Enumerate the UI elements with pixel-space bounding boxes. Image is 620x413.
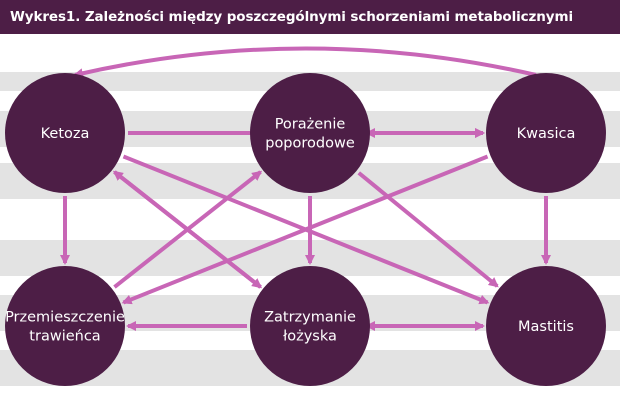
node-mastitis: Mastitis xyxy=(486,266,606,386)
node-ketoza: Ketoza xyxy=(5,73,125,193)
node-mastitis-circle xyxy=(486,266,606,386)
node-zatrzymanie-label: Zatrzymanie xyxy=(264,310,356,326)
node-kwasica: Kwasica xyxy=(486,73,606,193)
edge-przemieszczenie-to-porazenie xyxy=(113,170,263,289)
edge-porazenie-to-mastitis xyxy=(357,171,499,288)
node-mastitis-label: Mastitis xyxy=(518,319,574,335)
edge-kwasica-to-ketoza xyxy=(73,46,537,79)
node-porazenie-label: Porażenie xyxy=(275,117,346,133)
nodes-layer: Ketoza Porażenie poporodowe KwasicaPrzemies… xyxy=(5,73,606,386)
node-zatrzymanie-circle xyxy=(250,266,370,386)
diagram-title: Wykres1. Zależności między poszczególnym… xyxy=(0,0,620,34)
node-przemieszczenie-label: Przemieszczenie xyxy=(5,310,125,326)
node-kwasica-circle xyxy=(486,73,606,193)
node-zatrzymanie: Zatrzymanie łożyska xyxy=(250,266,370,386)
node-porazenie-label: poporodowe xyxy=(265,136,355,152)
node-porazenie: Porażenie poporodowe xyxy=(250,73,370,193)
node-ketoza-label: Ketoza xyxy=(41,126,90,142)
edge-kwasica-to-przemieszczenie xyxy=(121,154,489,305)
node-ketoza-circle xyxy=(5,73,125,193)
node-przemieszczenie-label: trawieńca xyxy=(29,329,100,345)
node-kwasica-label: Kwasica xyxy=(517,126,576,142)
node-przemieszczenie-circle xyxy=(5,266,125,386)
dependency-diagram: Ketoza Porażenie poporodowe KwasicaPrzemies… xyxy=(0,46,620,386)
node-zatrzymanie-label: łożyska xyxy=(283,329,337,345)
node-porazenie-circle xyxy=(250,73,370,193)
node-przemieszczenie: Przemieszczenie trawieńca xyxy=(5,266,125,386)
